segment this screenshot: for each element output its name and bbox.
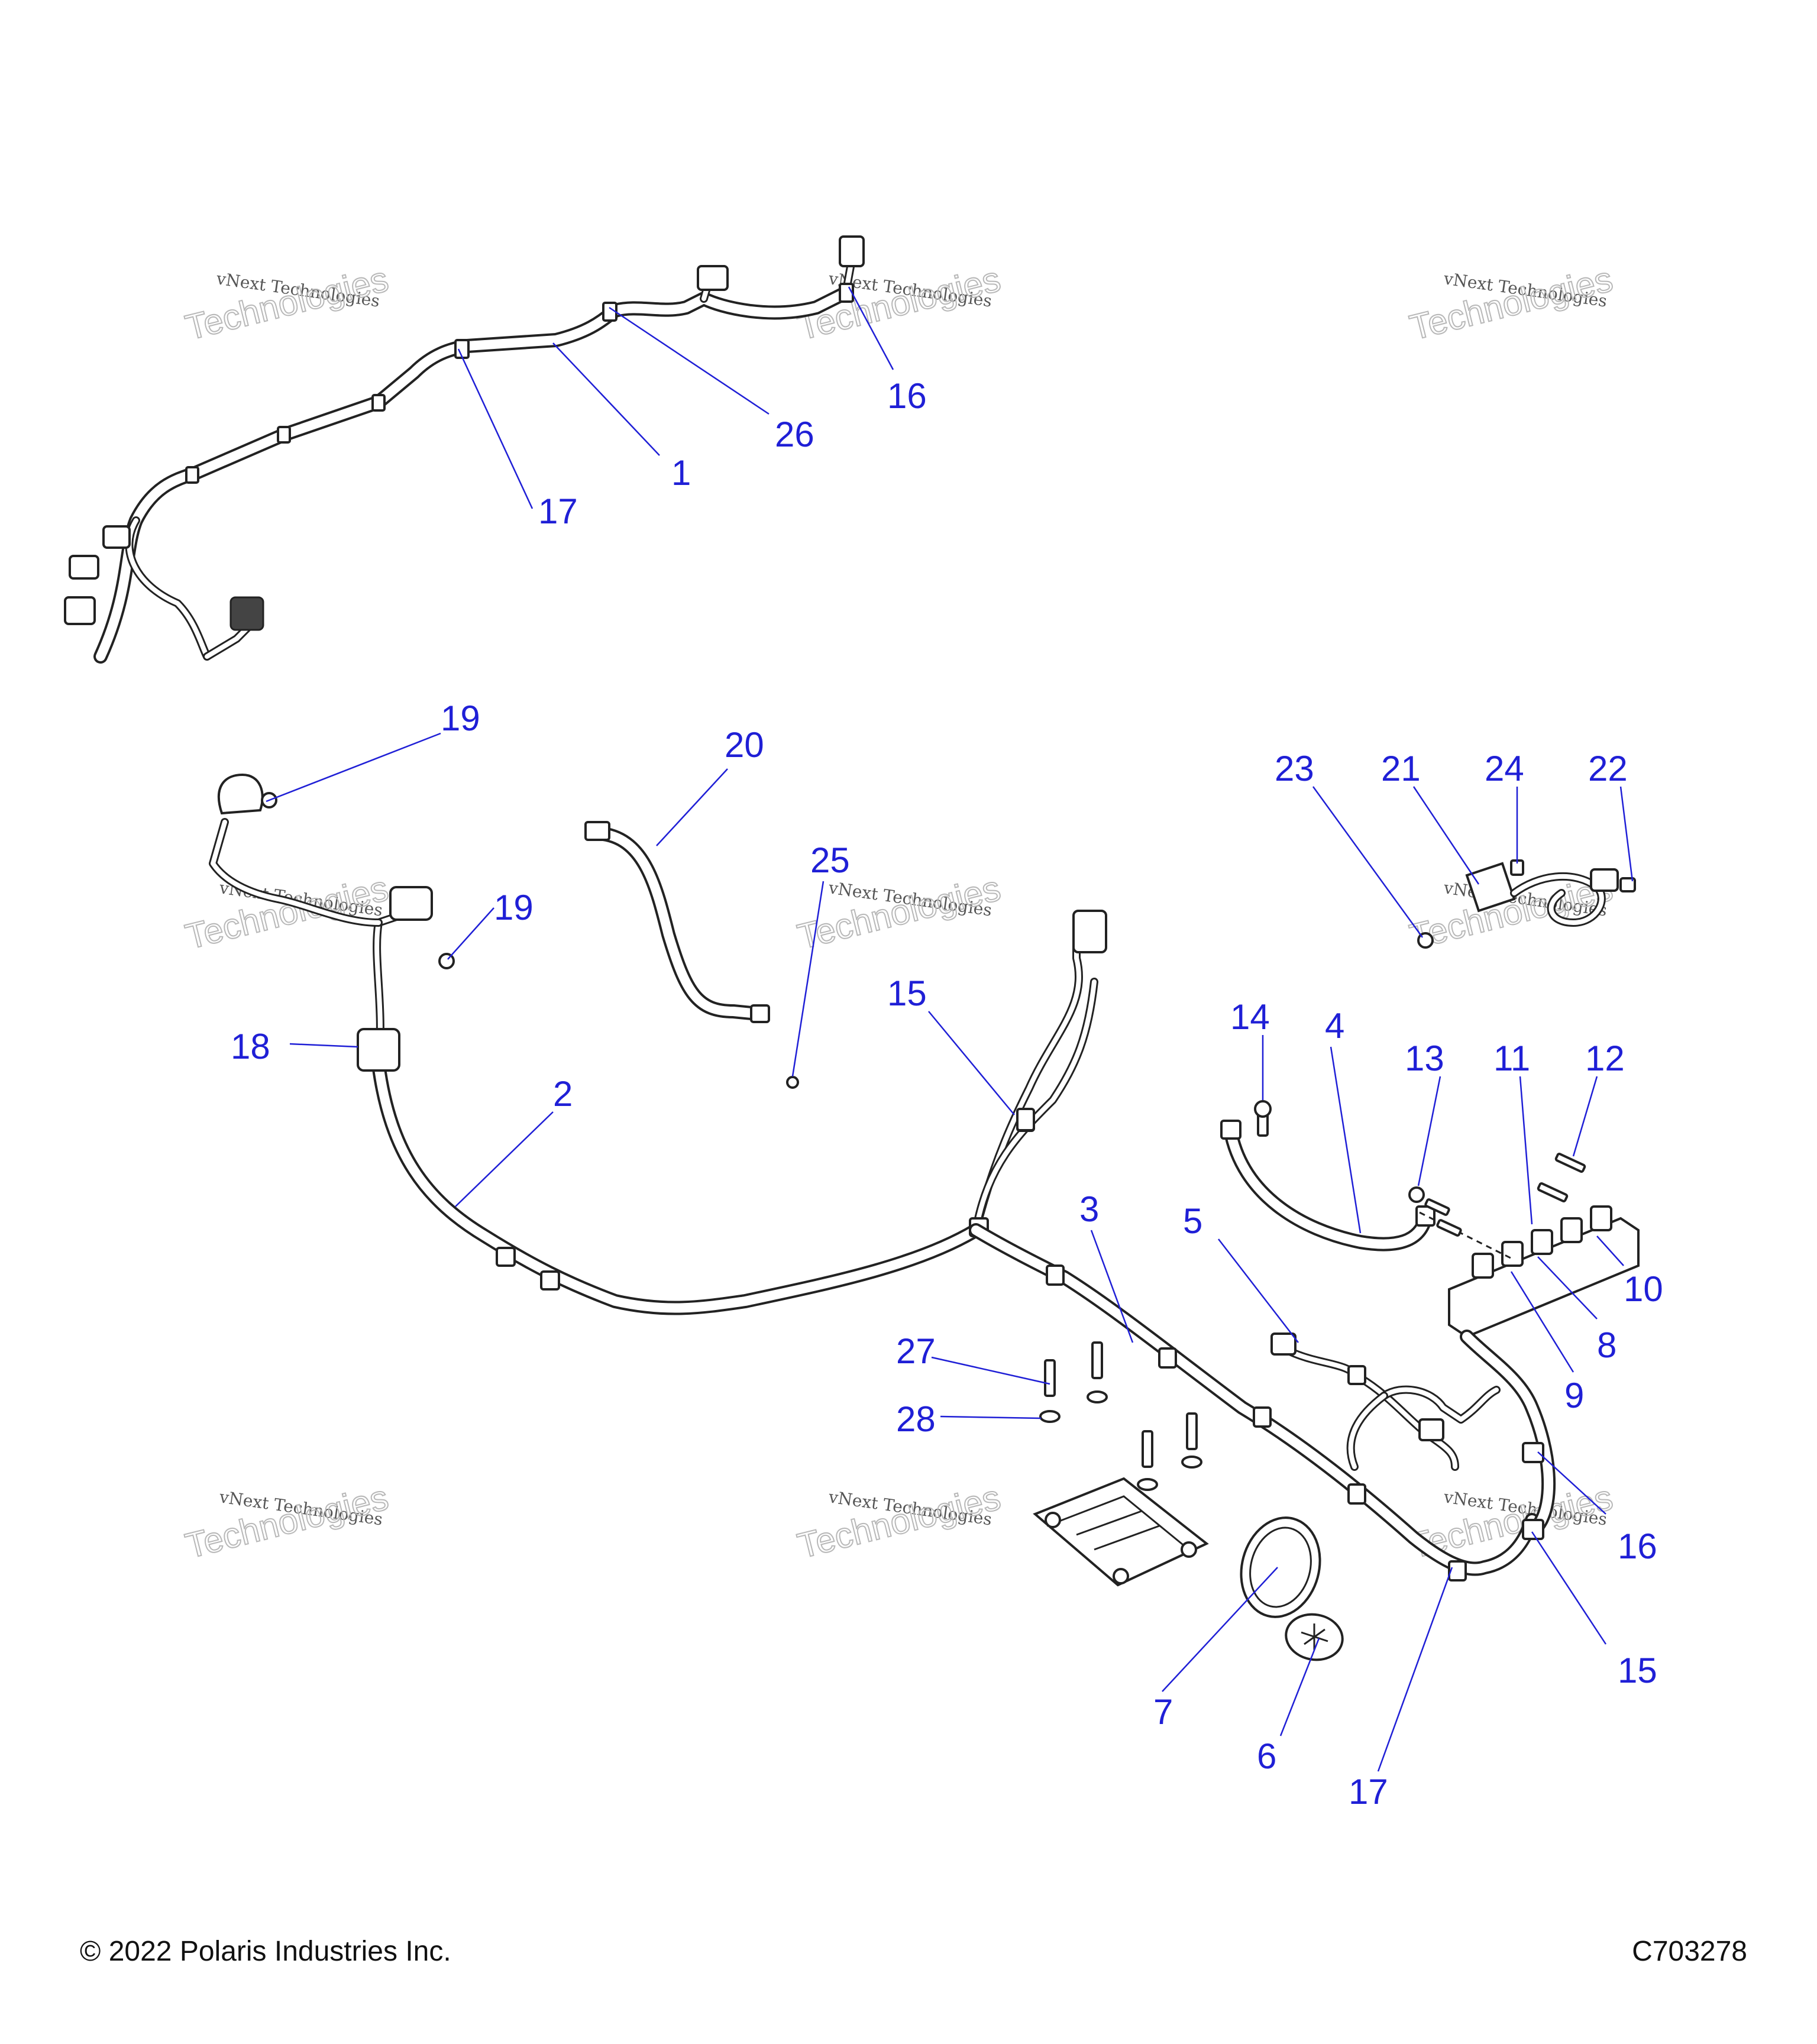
callout-20: 20: [725, 725, 764, 765]
callout-15a: 15: [887, 974, 927, 1013]
ground-cable-4[interactable]: [1220, 1120, 1436, 1251]
watermark-outline: Technologies: [793, 868, 1005, 958]
harness-sub-5[interactable]: [1270, 1333, 1501, 1471]
svg-text:Technologies: Technologies: [794, 868, 1004, 957]
callout-9: 9: [1564, 1376, 1584, 1415]
svg-text:Technologies: Technologies: [182, 868, 392, 957]
callout-19a: 19: [441, 698, 480, 738]
callout-18: 18: [231, 1027, 270, 1066]
callout-labels: 1 2 3 4 5 6 7 8 9 10 11 12 13 14 15 15 1…: [231, 376, 1663, 1812]
callout-5: 5: [1183, 1201, 1202, 1241]
callout-24: 24: [1485, 749, 1524, 788]
callout-23: 23: [1275, 749, 1314, 788]
svg-text:Technologies: Technologies: [182, 1477, 392, 1566]
svg-text:Technologies: Technologies: [1406, 259, 1616, 348]
hardware: [1016, 1100, 1586, 1491]
fuse-relay-block[interactable]: [1419, 1205, 1640, 1540]
harness-upper[interactable]: [64, 235, 865, 664]
callout-26: 26: [775, 415, 814, 454]
callout-4: 4: [1325, 1006, 1344, 1046]
callout-19b: 19: [494, 888, 534, 927]
callout-12: 12: [1585, 1039, 1625, 1078]
grommet-7[interactable]: [1230, 1509, 1331, 1626]
harness-main[interactable]: [209, 773, 1107, 1315]
callout-7: 7: [1153, 1692, 1173, 1732]
callout-2: 2: [553, 1074, 573, 1114]
copyright-notice: © 2022 Polaris Industries Inc.: [80, 1936, 451, 1967]
callout-27: 27: [896, 1331, 936, 1371]
callout-28: 28: [896, 1399, 936, 1439]
callout-13: 13: [1405, 1039, 1444, 1078]
watermark-outline: Technologies: [181, 868, 393, 958]
watermark-outline: Technologies: [1405, 258, 1617, 348]
callout-10: 10: [1624, 1269, 1663, 1309]
callout-15b: 15: [1618, 1651, 1657, 1690]
callout-22: 22: [1588, 749, 1628, 788]
callout-16b: 16: [1618, 1526, 1657, 1566]
watermark-outline: Technologies: [793, 1477, 1005, 1567]
cable-20[interactable]: [584, 821, 799, 1089]
watermark-outline: Technologies: [181, 258, 393, 348]
callout-14: 14: [1230, 997, 1270, 1037]
callout-17a: 17: [538, 491, 578, 531]
switch-assembly[interactable]: [1417, 859, 1636, 949]
callout-25: 25: [810, 840, 850, 880]
watermark-outline: Technologies: [181, 1477, 393, 1567]
callout-17b: 17: [1349, 1772, 1388, 1812]
svg-text:Technologies: Technologies: [182, 259, 392, 348]
leader-lines: [266, 286, 1634, 1772]
callout-1: 1: [671, 453, 691, 493]
callout-11: 11: [1493, 1039, 1530, 1078]
harness-branch-3[interactable]: [969, 1223, 1539, 1581]
callout-16a: 16: [887, 376, 927, 416]
callout-21: 21: [1381, 749, 1421, 788]
callout-6: 6: [1257, 1736, 1276, 1776]
callout-3: 3: [1079, 1189, 1099, 1229]
ecu-module[interactable]: [1033, 1477, 1209, 1587]
grommet-6[interactable]: [1282, 1610, 1346, 1664]
svg-text:Technologies: Technologies: [794, 1477, 1004, 1566]
callout-8: 8: [1597, 1325, 1616, 1365]
figure-id: C703278: [1632, 1936, 1747, 1967]
